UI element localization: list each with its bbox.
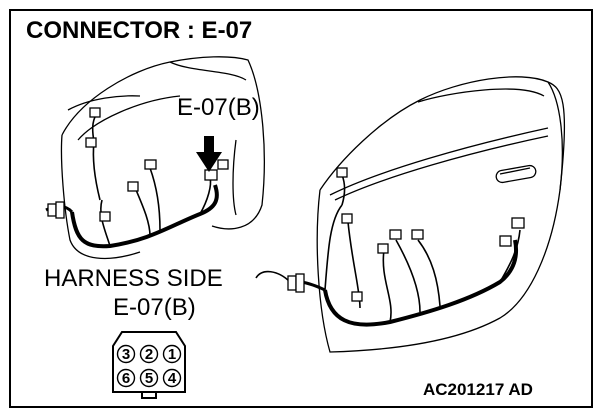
pin-5: [139, 368, 159, 388]
pin-label: 2: [145, 346, 153, 363]
diagram-title: CONNECTOR : E-07: [26, 17, 253, 44]
pin-label: 5: [145, 370, 153, 387]
diagram-frame: [9, 9, 593, 408]
connector-pins: [116, 344, 182, 388]
pin-4: [162, 368, 182, 388]
pin-6: [116, 368, 136, 388]
pin-1: [162, 344, 182, 364]
right-door-illustration: [316, 76, 566, 353]
harness-connector-face: [112, 331, 186, 399]
harness-connector-label: E-07(B): [113, 294, 196, 321]
connector-callout-label: E-07(B): [177, 94, 260, 121]
pin-label: 3: [122, 346, 130, 363]
pointer-arrow-icon: [196, 136, 222, 172]
connector-pin-labels: 3 2 1 6 5 4: [122, 346, 177, 387]
pin-label: 1: [168, 346, 176, 363]
figure-code: AC201217 AD: [423, 380, 533, 399]
left-door-illustration: [60, 56, 265, 260]
pin-2: [139, 344, 159, 364]
right-connectors: [287, 167, 525, 302]
left-harness: [45, 114, 219, 249]
pin-label: 6: [122, 370, 130, 387]
harness-side-label: HARNESS SIDE: [44, 265, 223, 292]
pin-3: [116, 344, 136, 364]
pin-label: 4: [168, 370, 177, 387]
left-connectors: [47, 107, 229, 222]
